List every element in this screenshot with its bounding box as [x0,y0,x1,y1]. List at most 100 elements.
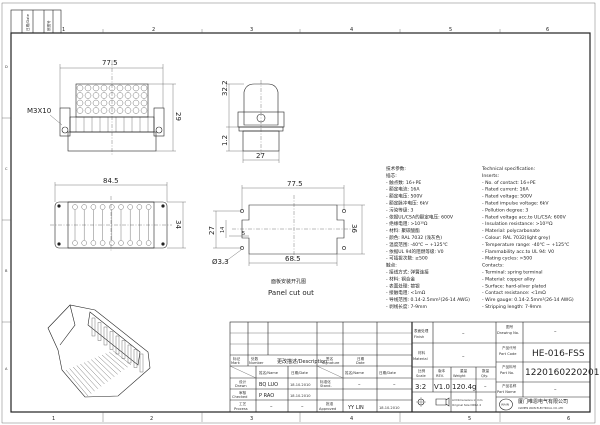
svg-text:–: – [554,387,557,393]
svg-text:WAIN: WAIN [501,403,509,407]
spec-line: - Surface: hard-silver plated [482,283,546,289]
contact-circle [92,92,100,99]
svg-text:Signature: Signature [322,361,340,365]
svg-text:底图号: 底图号 [46,20,51,31]
spec-line: - 绝缘电阻: >10¹⁰Ω [386,220,428,227]
contact-circle [100,99,108,107]
contact-circle [132,92,140,99]
svg-text:120.4g: 120.4g [452,383,476,391]
svg-text:处数: 处数 [251,356,259,361]
svg-text:Panel cut out: Panel cut out [268,289,314,297]
svg-text:–: – [484,384,487,390]
svg-text:18.10.2010: 18.10.2010 [379,406,400,410]
svg-text:Part No.: Part No. [500,371,514,375]
svg-text:–: – [301,404,304,410]
spec-line: 插芯: [386,172,397,179]
svg-text:27: 27 [256,152,265,160]
svg-text:–: – [358,382,361,388]
zone-label: 4 [350,416,353,422]
svg-text:34: 34 [174,220,182,229]
spec-line: 技术参数: [386,165,406,172]
spec-list-chinese: 技术参数:插芯:- 触点数: 16+PE- 额定电流: 16A- 额定电压: 5… [386,165,470,310]
svg-text:Scale: Scale [416,374,426,378]
svg-text:面板安装开孔图: 面板安装开孔图 [271,278,306,285]
svg-text:68.5: 68.5 [285,255,301,263]
zone-label: 4 [350,27,353,33]
contact-circle [76,92,84,99]
svg-text:比例: 比例 [418,368,426,373]
spec-line: - 表面处理: 镀银 [386,282,420,289]
spec-line: - 颜色: RAL 7032 (浅灰色) [386,234,442,241]
svg-text:M3X10: M3X10 [27,107,51,115]
svg-text:Drawing No.: Drawing No. [497,331,519,335]
company-logo: WAIN [499,398,513,411]
spec-line: - Rated current: 16A [482,187,529,193]
contact-circle [132,99,140,107]
contact-circle [84,99,92,107]
svg-text:数量: 数量 [482,368,490,373]
svg-text:–: – [270,404,273,410]
contact-circle [92,107,100,114]
svg-text:BQ LUO: BQ LUO [259,382,278,388]
svg-text:日期/Date: 日期/Date [25,13,30,31]
zone-label: 6 [567,416,570,422]
svg-text:36: 36 [350,224,358,233]
zone-label: 3 [250,27,253,33]
svg-text:Drawn: Drawn [235,384,247,388]
contact-circle [132,107,140,114]
svg-text:32.2: 32.2 [221,80,229,96]
spec-line: Technical specification: [481,166,536,172]
spec-line: - 依据UL/CSA的额定电压: 600V [386,213,454,220]
spec-line: - 材料: 铜合金 [386,275,416,282]
svg-text:材料: 材料 [418,350,426,355]
svg-text:84.5: 84.5 [103,177,119,185]
svg-text:日期: 日期 [357,356,365,361]
contact-circle [76,107,84,114]
svg-text:5: 5 [242,231,245,237]
spec-line: - 剥线长度: 7-9mm [386,303,427,310]
zone-label: 2 [150,416,153,422]
svg-text:29: 29 [174,112,182,121]
svg-text:标准化: 标准化 [320,379,331,384]
spec-line: - 触点数: 16+PE [386,179,421,186]
svg-text:Part Code: Part Code [499,352,517,356]
svg-text:3:2: 3:2 [415,383,426,391]
svg-text:标记: 标记 [233,356,241,361]
svg-text:Number: Number [249,361,264,365]
contact-circle [92,84,100,92]
zone-label: 2 [152,27,155,33]
svg-text:工艺: 工艺 [239,401,247,406]
contact-circle [84,84,92,92]
svg-text:Date: Date [356,361,365,365]
zone-label: 5 [449,27,452,33]
contact-circle [124,84,132,92]
zone-label: D [5,65,8,69]
svg-text:设计: 设计 [239,379,247,384]
svg-text:YY LIN: YY LIN [347,405,364,411]
svg-text:77.5: 77.5 [102,59,118,67]
contact-circle [84,107,92,114]
spec-line: - Contact resistance: <1mΩ [482,290,546,296]
spec-line: - 额定电流: 16A [386,186,420,193]
spec-line: - Rated voltage acc.to UL/CSA: 600V [482,214,567,220]
contact-circle [116,107,124,114]
front-view: 77.5 29 M3X10 [27,59,182,155]
svg-text:All Dimensions in mm: All Dimensions in mm [452,398,483,402]
spec-line: - Wire gauge: 0.14-2.5mm²(26-14 AWG) [482,297,574,303]
contact-circle [92,99,100,107]
svg-text:–: – [462,331,465,337]
svg-text:批准: 批准 [326,401,334,406]
spec-line: - Material: copper alloy [482,276,535,282]
spec-line: - 材料: 聚碳酸酯 [386,227,420,234]
zone-label: A [5,367,8,371]
svg-text:Finish: Finish [414,335,424,339]
svg-text:Ø3.3: Ø3.3 [212,258,229,266]
contact-circle [124,107,132,114]
contact-circle [124,99,132,107]
corner-block: 日期/Date 底图号 [10,9,62,34]
zone-label: 1 [62,27,65,33]
zone-label: 1 [52,416,55,422]
contact-circle [100,84,108,92]
